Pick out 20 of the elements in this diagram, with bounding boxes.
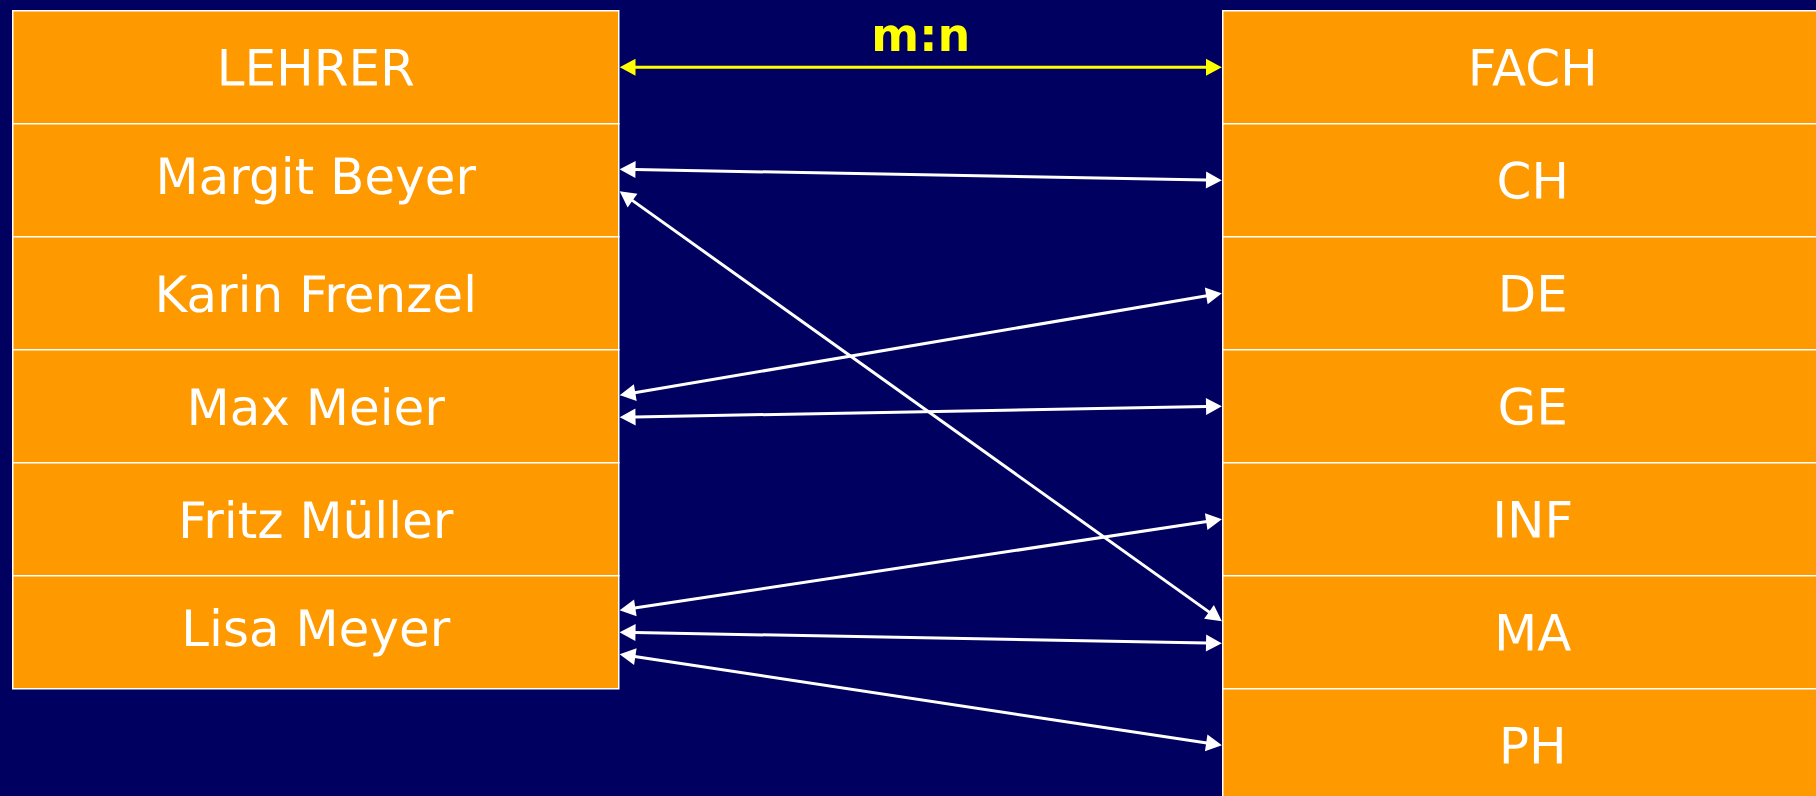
table-cell: CH [1222,123,1816,238]
table-cell: Margit Beyer [12,123,620,238]
node-label: DE [1502,275,1565,312]
table-cell: Lisa Meyer [12,575,620,690]
table-cell: Max Meier [12,349,620,464]
table-cell: PH [1222,688,1816,796]
edge-label: m:n [875,25,967,52]
table-cell: LEHRER [12,10,620,125]
table-cell: INF [1222,462,1816,577]
node-label: CH [1499,161,1565,200]
table-cell: Fritz Müller [12,462,620,577]
node-label: FACH [1472,48,1593,87]
table-cell: MA [1222,575,1816,690]
node-label: MA [1499,614,1572,651]
table-cell: FACH [1222,10,1816,125]
node-label: GE [1500,387,1565,426]
table-cell: GE [1222,349,1816,464]
node-label: INF [1497,501,1571,538]
table-cell: DE [1222,236,1816,351]
table-cell: Karin Frenzel [12,236,620,351]
